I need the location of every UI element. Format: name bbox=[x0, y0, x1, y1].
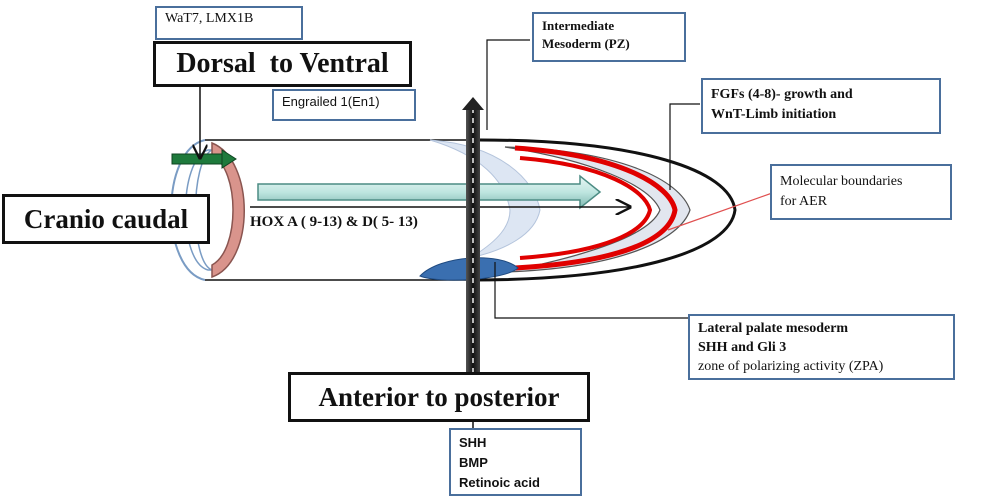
anterior-posterior-label: Anterior to posterior bbox=[318, 381, 560, 412]
green-arrow-head bbox=[221, 149, 237, 169]
shh-box: SHH BMP Retinoic acid bbox=[449, 428, 582, 496]
cranio-caudal-box: Cranio caudal bbox=[2, 194, 210, 244]
fgf-label-line1: FGFs (4-8)- growth and bbox=[711, 87, 853, 102]
connector-aer bbox=[667, 191, 776, 231]
connector-lateral bbox=[494, 262, 688, 319]
intermediate-label-line2: Mesoderm (PZ) bbox=[542, 36, 630, 51]
retinoic-label: Retinoic acid bbox=[459, 475, 540, 490]
vertical-axis-arrowhead bbox=[462, 97, 484, 110]
aer-box: Molecular boundaries for AER bbox=[770, 164, 952, 220]
lateral-label-line1: Lateral palate mesoderm bbox=[698, 321, 849, 336]
aer-label-line2: for AER bbox=[780, 194, 828, 209]
intermediate-label-line1: Intermediate bbox=[542, 18, 615, 33]
dorsal-ventral-box: Dorsal to Ventral bbox=[153, 41, 412, 87]
green-arrow-body bbox=[171, 153, 223, 165]
bmp-label: BMP bbox=[459, 455, 488, 470]
lateral-plate-box: Lateral palate mesoderm SHH and Gli 3 zo… bbox=[688, 314, 955, 380]
aer-red-arc-inner bbox=[519, 156, 653, 260]
connector-fgf bbox=[669, 103, 700, 190]
wat7-label: WaT7, LMX1B bbox=[165, 11, 254, 26]
connector-intermediate bbox=[486, 39, 530, 130]
limb-bud-outer bbox=[469, 138, 737, 282]
engrailed-label: Engrailed 1(En1) bbox=[282, 94, 380, 109]
aer-red-arc-outer bbox=[514, 145, 678, 271]
shh-label: SHH bbox=[459, 435, 487, 450]
hox-label-wrap: HOX A ( 9-13) & D( 5- 13) bbox=[250, 214, 418, 231]
engrailed-box: Engrailed 1(En1) bbox=[272, 89, 416, 121]
aer-label-line1: Molecular boundaries bbox=[780, 174, 903, 189]
cranio-caudal-label: Cranio caudal bbox=[23, 203, 189, 234]
fgf-box: FGFs (4-8)- growth and WnT-Limb initiati… bbox=[701, 78, 941, 134]
lateral-label-line3: zone of polarizing activity (ZPA) bbox=[698, 359, 884, 374]
fgf-label-line2: WnT-Limb initiation bbox=[711, 107, 837, 122]
teal-arrow bbox=[257, 174, 602, 210]
hox-label: HOX A ( 9-13) & D( 5- 13) bbox=[250, 214, 418, 230]
dorsal-ventral-label: Dorsal to Ventral bbox=[176, 48, 389, 79]
intermediate-mesoderm-box: Intermediate Mesoderm (PZ) bbox=[532, 12, 686, 62]
wat7-box: WaT7, LMX1B bbox=[155, 6, 303, 40]
ring-pink-segment bbox=[211, 141, 245, 279]
anterior-posterior-box: Anterior to posterior bbox=[288, 372, 590, 422]
lateral-label-line2: SHH and Gli 3 bbox=[698, 340, 787, 355]
